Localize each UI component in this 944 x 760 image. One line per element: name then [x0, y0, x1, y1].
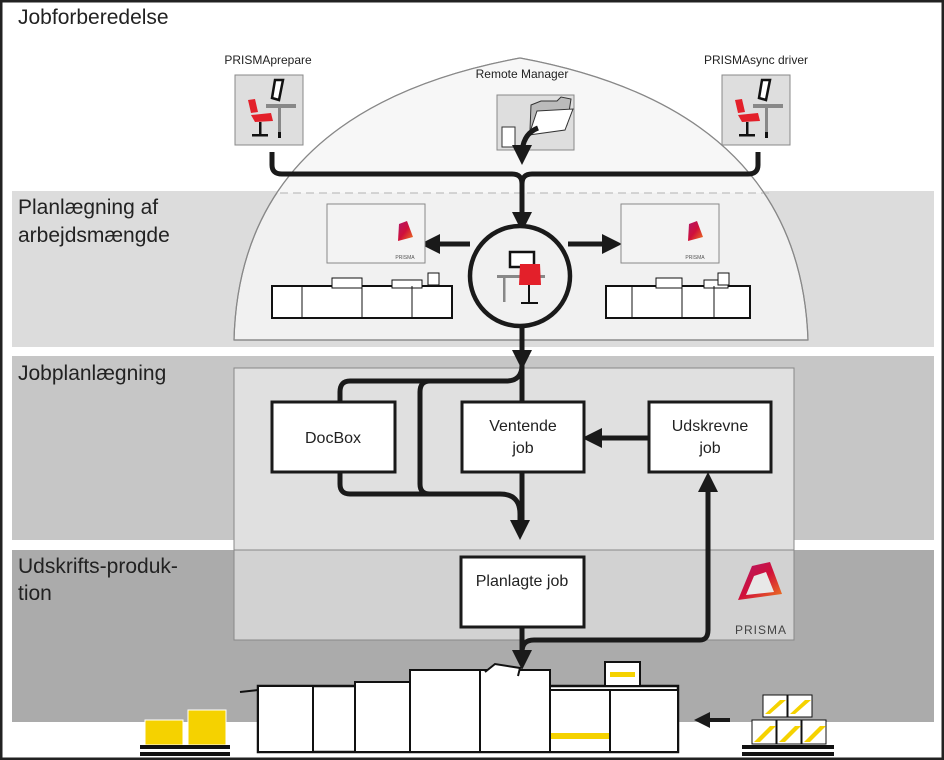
production-press-icon [239, 661, 680, 754]
arrow-remote-manager [512, 125, 540, 165]
prisma-logo: PRISMA [735, 562, 787, 637]
band-title-jobforberedelse: Jobforberedelse [18, 6, 169, 29]
svg-text:PRISMA: PRISMA [395, 255, 415, 261]
workstation-icon [721, 74, 791, 146]
arrow-press-to-udskrevne [519, 472, 718, 653]
operator-workstation-icon [497, 250, 545, 304]
band-title-udskrifts-1: Udskrifts-produk- [18, 555, 178, 578]
folder-icon [496, 94, 575, 151]
udskrevne-label-1: Udskrevne [672, 418, 749, 435]
label-prismaprepare: PRISMAprepare [224, 53, 312, 67]
docbox-label: DocBox [305, 430, 361, 447]
ventende-label-2: job [511, 440, 533, 457]
label-remote-manager: Remote Manager [476, 67, 569, 81]
label-prismasync-driver: PRISMAsync driver [704, 53, 808, 67]
udskrevne-label-2: job [698, 440, 720, 457]
band-title-planlaegning-2: arbejdsmængde [18, 224, 170, 247]
printer-icon-right [605, 272, 751, 319]
paper-stack-icon [140, 709, 230, 756]
prisma-screen-right: PRISMA [620, 203, 720, 264]
docbox-box[interactable]: DocBox [270, 400, 397, 474]
printer-icon-left [271, 272, 453, 319]
flow-docbox-to-planlagte [337, 470, 530, 540]
workstation-icon [234, 74, 304, 146]
udskrevne-job-box[interactable]: Udskrevne job [647, 400, 773, 474]
band-title-jobplanlaegning: Jobplanlægning [18, 362, 166, 385]
band-title-planlaegning-1: Planlægning af [18, 196, 158, 219]
ventende-label-1: Ventende [489, 418, 557, 435]
svg-text:PRISMA: PRISMA [685, 255, 705, 261]
ventende-job-box[interactable]: Ventende job [460, 400, 586, 474]
paper-boxes-icon [742, 694, 834, 756]
band-title-udskrifts-2: tion [18, 582, 52, 605]
planlagte-label: Planlagte job [476, 573, 569, 590]
prisma-screen-left: PRISMA [326, 203, 426, 264]
svg-text:PRISMA: PRISMA [735, 623, 787, 637]
planlagte-job-box[interactable]: Planlagte job [459, 555, 586, 629]
flow-to-docbox [337, 364, 525, 402]
flow-line-prismasync [519, 152, 761, 185]
